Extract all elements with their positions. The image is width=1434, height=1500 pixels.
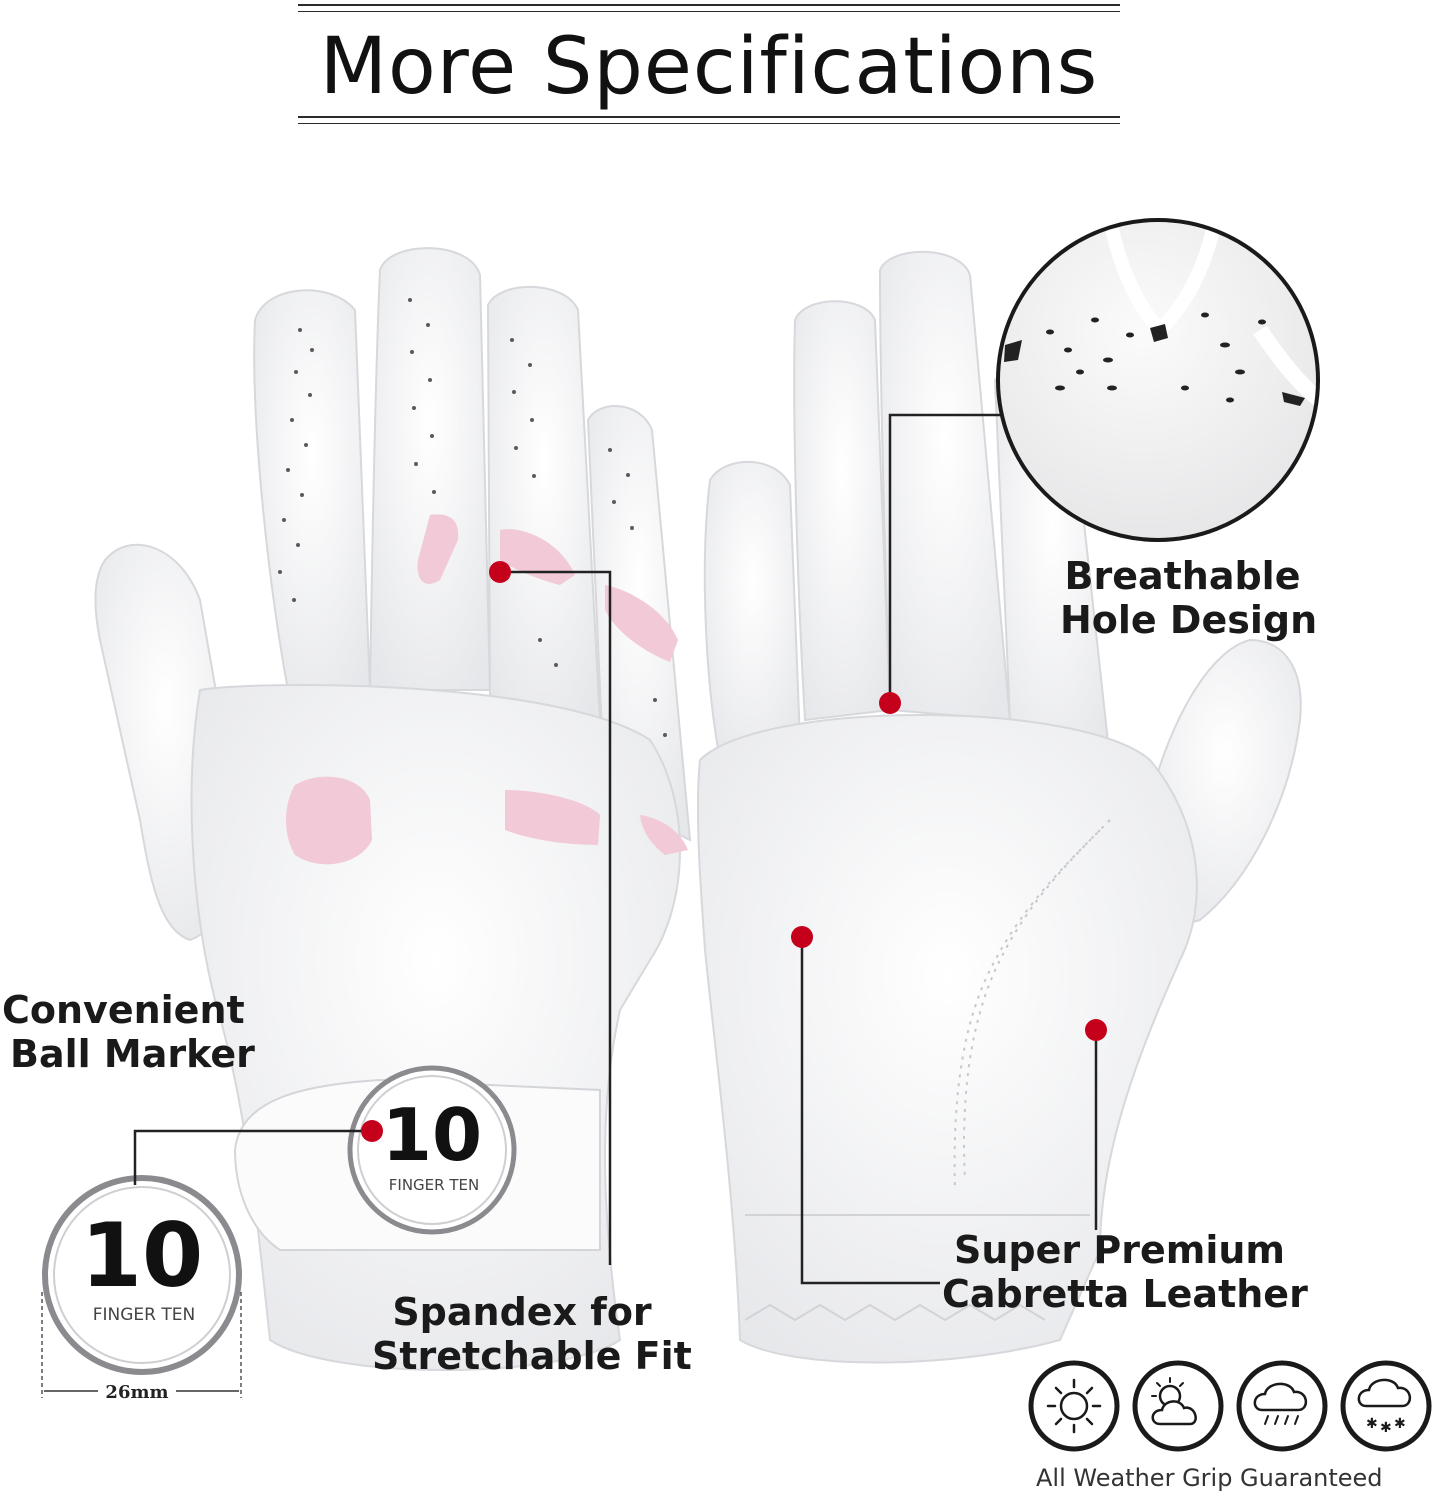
- ball-marker-size: 26mm: [105, 1382, 168, 1403]
- left-glove: 10 FINGER TEN: [94, 247, 692, 1371]
- glove-marker-logo: 10: [382, 1093, 482, 1177]
- title-rule-bottom-2: [298, 123, 1120, 124]
- callout-leather: Super Premium Cabretta Leather: [942, 1228, 1308, 1316]
- svg-text:✱: ✱: [1380, 1420, 1392, 1436]
- perforation-dots: [278, 298, 667, 737]
- ball-marker: 10 FINGER TEN 26mm: [41, 1175, 242, 1403]
- callout-ball-marker-line1: Convenient: [2, 988, 245, 1032]
- snow-icon: ✱✱✱: [1340, 1360, 1432, 1452]
- callout-leather-line1: Super Premium: [954, 1228, 1285, 1272]
- glove-marker-brand: FINGER TEN: [389, 1176, 479, 1194]
- callout-breathable-line2: Hole Design: [1060, 598, 1318, 642]
- callout-spandex-line1: Spandex for: [392, 1290, 652, 1334]
- svg-text:✱: ✱: [1394, 1416, 1406, 1432]
- page-title: More Specifications: [319, 22, 1099, 112]
- weather-icons: ✱✱✱: [1028, 1360, 1432, 1452]
- title-rule-bottom-1: [298, 116, 1120, 118]
- rain-icon: [1236, 1360, 1328, 1452]
- callout-spandex: Spandex for Stretchable Fit: [372, 1290, 692, 1378]
- ball-marker-brand: FINGER TEN: [93, 1305, 195, 1325]
- callout-leather-line2: Cabretta Leather: [942, 1272, 1308, 1316]
- callout-lines: [133, 413, 1098, 1285]
- sun-icon: [1028, 1360, 1120, 1452]
- svg-text:✱: ✱: [1366, 1416, 1378, 1432]
- right-glove: [696, 250, 1302, 1364]
- callout-ball-marker: Convenient Ball Marker: [2, 988, 255, 1076]
- callout-breathable: Breathable Hole Design: [1060, 554, 1318, 642]
- callout-spandex-line2: Stretchable Fit: [372, 1334, 692, 1378]
- weather-caption: All Weather Grip Guaranteed: [1036, 1464, 1383, 1492]
- title-rule-top-1: [298, 4, 1120, 6]
- callout-dots: [361, 561, 1107, 1142]
- partly-cloudy-icon: [1132, 1360, 1224, 1452]
- zoom-detail: [996, 218, 1320, 542]
- callout-breathable-line1: Breathable: [1064, 554, 1301, 598]
- callout-ball-marker-line2: Ball Marker: [10, 1032, 255, 1076]
- ball-marker-logo: 10: [81, 1204, 203, 1307]
- title-block: More Specifications: [298, 0, 1120, 130]
- title-rule-top-2: [298, 11, 1120, 12]
